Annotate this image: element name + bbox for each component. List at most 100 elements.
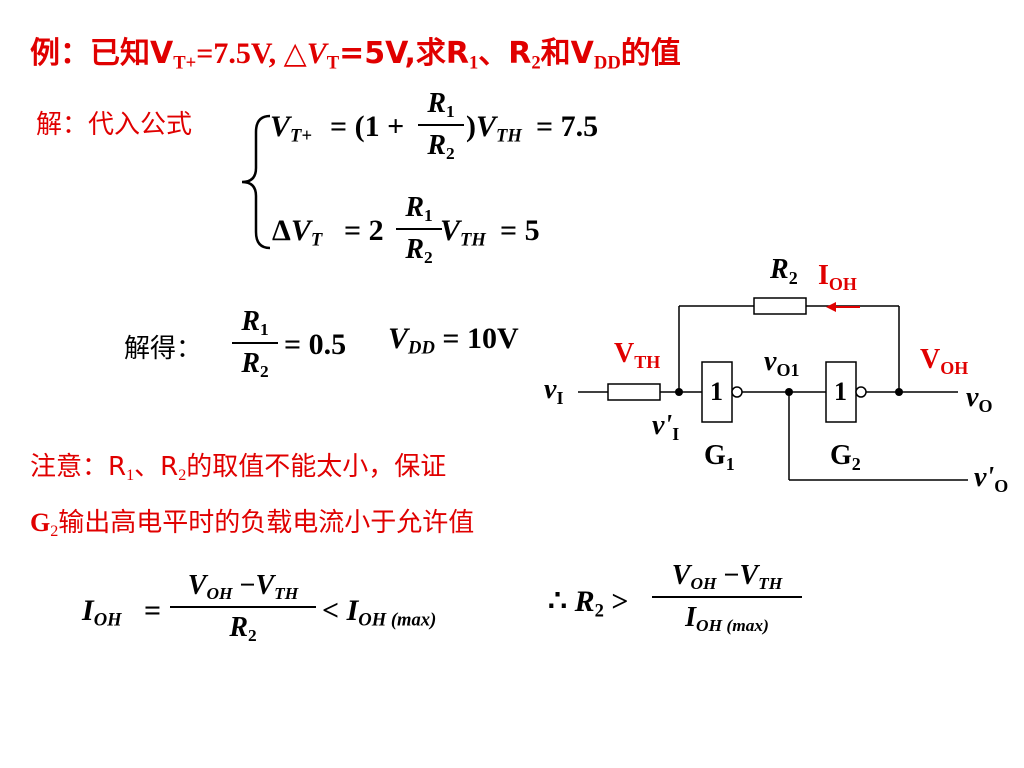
vth-label: VTH [614, 338, 660, 372]
ioh-num-b-sub: TH [274, 584, 299, 604]
ioh-fraction: VOH −VTH R2 [170, 570, 316, 644]
ioh-eq: = [144, 594, 162, 627]
r2-minus: − [723, 560, 740, 591]
equation-2-lhs: ΔVT [272, 214, 323, 251]
r2-sub: 2 [594, 600, 604, 622]
eq1-v-sub: TH [496, 125, 522, 147]
r2-num-a: V [671, 560, 691, 591]
note-part: 注意：R [30, 452, 127, 482]
eq1-sub: T+ [290, 125, 312, 147]
eq2-den-sub: 2 [424, 248, 433, 268]
result-num: R [241, 306, 260, 337]
r2-den: I [685, 602, 697, 633]
equation-1-op: = (1 + [330, 110, 405, 143]
result-num-sub: 1 [260, 320, 269, 340]
fraction-bar [232, 342, 278, 344]
vo-prime-label: v'O [974, 462, 1008, 496]
heading-part: 、R [478, 36, 532, 71]
heading-part: V [306, 37, 327, 70]
r2-gt: > [611, 585, 629, 618]
eq2-den: R [405, 234, 424, 265]
ioh-num-a: V [187, 570, 207, 601]
equation-2-rhs: = 5 [500, 214, 540, 247]
fraction-bar [418, 124, 464, 126]
eq2-v-sub: TH [460, 229, 486, 251]
note-part: 的取值不能太小，保证 [186, 452, 447, 482]
r2-num-a-sub: OH [690, 574, 717, 594]
note-part: 输出高电平时的负载电流小于允许值 [58, 508, 475, 538]
ioh-var: I [82, 594, 94, 627]
vo-label: vO [966, 382, 992, 416]
heading-part: =5V,求R [339, 36, 469, 71]
ioh-rhs: < IOH (max) [322, 594, 436, 629]
eq1-var: V [270, 110, 291, 143]
r2-lhs: ∴ R2 > [548, 584, 629, 622]
heading-sub: 1 [468, 52, 479, 74]
note-sub: 2 [178, 466, 187, 484]
note-sub: 2 [50, 522, 59, 540]
result-label: 解得： [124, 334, 203, 364]
vi-prime-label: v'I [652, 410, 679, 444]
note-part: 、R [134, 452, 179, 482]
therefore-symbol: ∴ [548, 585, 568, 618]
vdd-rhs: = 10V [442, 322, 519, 355]
eq1-fraction: R1 R2 [418, 88, 464, 162]
r2-label: R2 [769, 254, 798, 288]
note-sub: 1 [126, 466, 135, 484]
eq1-close: ) [466, 110, 476, 143]
node-vo1 [785, 388, 793, 396]
result-den: R [241, 348, 260, 379]
heading-part: 的值 [620, 36, 681, 71]
note-line-1: 注意：R1、R2的取值不能太小，保证 [30, 446, 446, 483]
equation-2-op: = 2 [344, 214, 384, 247]
r2-num-b: V [739, 560, 759, 591]
problem-heading: 例：已知VT+=7.5V, △VT=5V,求R1、R2和VDD的值 [30, 28, 681, 72]
resistor-r1 [607, 383, 661, 401]
heading-sub: T+ [173, 52, 197, 74]
ioh-lhs: IOH [82, 594, 122, 631]
gate-g2-bubble [855, 386, 867, 398]
g2-gate-symbol: 1 [834, 377, 847, 406]
eq2-delta: Δ [272, 214, 291, 247]
eq2-sub: T [310, 229, 323, 251]
vdd-var: V [388, 322, 409, 355]
heading-sub: T [326, 52, 340, 74]
eq1-v: V [476, 110, 497, 143]
fraction-bar [652, 596, 802, 598]
result-den-sub: 2 [260, 362, 269, 382]
r2-num-b-sub: TH [758, 574, 783, 594]
ioh-rhs-var: I [346, 594, 359, 627]
eq2-var: V [290, 214, 311, 247]
ioh-den-sub: 2 [248, 626, 257, 646]
heading-part: 和V [540, 36, 594, 71]
eq1-den: R [427, 130, 446, 161]
fraction-bar [396, 228, 442, 230]
equation-1-rhs: = 7.5 [536, 110, 599, 143]
vi-label: vI [544, 374, 563, 408]
ioh-arrow-head [826, 302, 836, 312]
heading-part: =7.5V, △ [196, 37, 307, 70]
gate-g1-bubble [731, 386, 743, 398]
ioh-den: R [229, 612, 248, 643]
r2-den-sub: OH (max) [696, 616, 769, 636]
result-vdd: VDD = 10V [388, 322, 519, 359]
heading-sub: 2 [531, 52, 541, 74]
result-rhs: = 0.5 [284, 328, 347, 361]
node-vo [895, 388, 903, 396]
ioh-minus: − [239, 570, 256, 601]
fraction-bar [170, 606, 316, 608]
ioh-sub: OH [93, 609, 122, 631]
ioh-label: IOH [818, 260, 857, 294]
heading-part: 例：已知V [30, 36, 174, 71]
note-part: G [30, 508, 51, 537]
solve-label: 解：代入公式 [36, 110, 193, 140]
eq2-fraction: R1 R2 [396, 192, 442, 266]
equation-2-v: VTH [440, 214, 486, 251]
eq2-num-sub: 1 [424, 206, 433, 226]
eq1-den-sub: 2 [446, 144, 455, 164]
eq1-num: R [427, 88, 446, 119]
ioh-num-a-sub: OH [206, 584, 233, 604]
g1-label: G1 [704, 440, 735, 474]
vdd-sub: DD [408, 337, 435, 359]
